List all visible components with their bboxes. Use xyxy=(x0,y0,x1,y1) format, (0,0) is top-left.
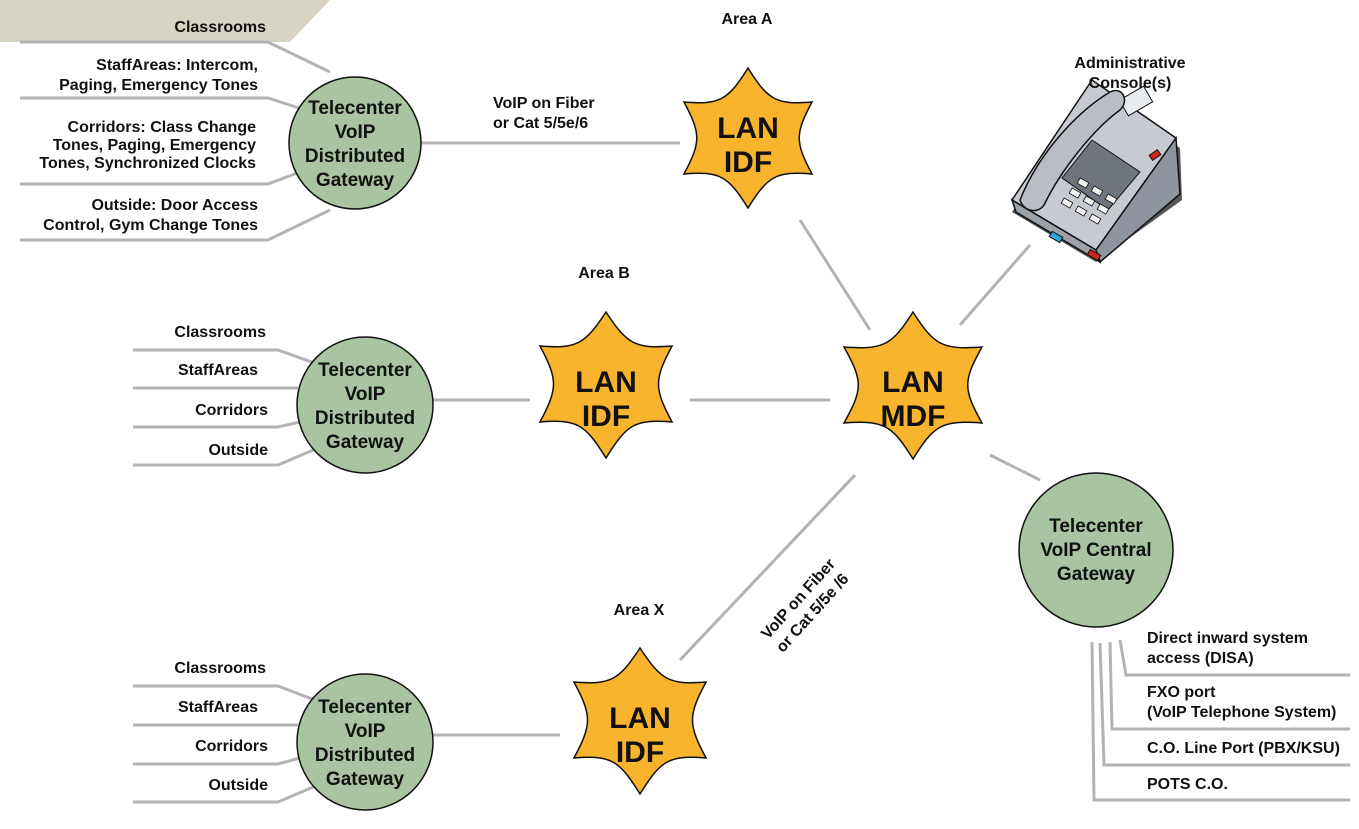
wire-mdf-console xyxy=(958,244,1032,326)
dist-gateway-b-node xyxy=(296,336,434,474)
gw-a-corridors-label-3: Tones, Synchronized Clocks xyxy=(39,155,256,172)
gw-a-corridors-label-2: Tones, Paging, Emergency xyxy=(53,137,256,154)
wire-b-classrooms xyxy=(133,348,321,367)
dist-gateway-a-label: Telecenter VoIP Distributed Gateway xyxy=(305,98,405,191)
wire-mdf-idfx xyxy=(678,473,857,662)
central-gateway-node xyxy=(1018,472,1174,628)
dist-gateway-x-node xyxy=(296,673,434,811)
wire-central-disa xyxy=(1118,639,1350,677)
gw-b-staff-label: StaffAreas xyxy=(178,362,258,379)
dist-gateway-x-label: Telecenter VoIP Distributed Gateway xyxy=(315,697,415,790)
idf-b-line2: IDF xyxy=(582,400,630,433)
gw-a-line3: Distributed xyxy=(305,146,405,167)
mdf-line2: MDF xyxy=(881,400,946,433)
gw-a-line2: VoIP xyxy=(335,122,376,143)
classrooms-banner xyxy=(0,0,330,42)
port-fxo-label-1: FXO port xyxy=(1147,684,1216,701)
wire-b-outside xyxy=(133,443,326,467)
mdf-node xyxy=(842,310,984,461)
gw-x-line2: VoIP xyxy=(345,721,386,742)
idf-x-line2: IDF xyxy=(616,736,664,769)
console-label-line2: Console(s) xyxy=(1089,75,1172,92)
idf-a-node xyxy=(682,66,814,210)
wire-a-corridors xyxy=(20,170,301,186)
wire-central-coline xyxy=(1098,642,1350,767)
gw-b-line4: Gateway xyxy=(326,432,405,453)
wire-a-classrooms xyxy=(20,40,331,74)
gw-x-line4: Gateway xyxy=(326,769,405,790)
central-gw-line3: Gateway xyxy=(1057,564,1136,585)
idf-a-line2: IDF xyxy=(724,146,772,179)
dist-gateway-a-node xyxy=(288,76,422,210)
admin-console-phone-icon xyxy=(1010,78,1182,264)
connection-lines xyxy=(20,40,1350,804)
gw-x-corridors-label: Corridors xyxy=(195,738,268,755)
link-diag-label: VoIP on Fiber or Cat 5/5e /6 xyxy=(758,556,852,656)
gw-b-line2: VoIP xyxy=(345,384,386,405)
gw-a-staff-label-1: StaffAreas: Intercom, xyxy=(96,57,258,74)
link-top-line1: VoIP on Fiber xyxy=(493,95,595,112)
idf-a-line1: LAN xyxy=(717,112,779,145)
gw-x-outside-label: Outside xyxy=(208,777,268,794)
gw-b-classrooms-label: Classrooms xyxy=(174,324,266,341)
wire-idfa-mdf xyxy=(798,219,872,331)
idf-b-line1: LAN xyxy=(575,366,637,399)
gw-a-corridors-label-1: Corridors: Class Change xyxy=(68,119,257,136)
wire-a-outside xyxy=(20,208,331,242)
area-a-label: Area A xyxy=(722,11,773,28)
area-x-label: Area X xyxy=(614,602,665,619)
idf-x-line1: LAN xyxy=(609,702,671,735)
gw-x-staff-label: StaffAreas xyxy=(178,699,258,716)
port-coline-label: C.O. Line Port (PBX/KSU) xyxy=(1147,740,1340,757)
gw-a-line1: Telecenter xyxy=(308,98,402,119)
wire-central-fxo xyxy=(1108,641,1350,731)
gw-x-line3: Distributed xyxy=(315,745,415,766)
gw-b-corridors-label: Corridors xyxy=(195,402,268,419)
dist-gateway-b-label: Telecenter VoIP Distributed Gateway xyxy=(315,360,415,453)
area-b-label: Area B xyxy=(578,265,630,282)
wire-central-pots xyxy=(1090,641,1350,802)
port-disa-label-2: access (DISA) xyxy=(1147,650,1254,667)
gw-a-outside-label-1: Outside: Door Access xyxy=(91,197,258,214)
gw-b-line3: Distributed xyxy=(315,408,415,429)
port-pots-label: POTS C.O. xyxy=(1147,776,1228,793)
gw-a-staff-label-2: Paging, Emergency Tones xyxy=(59,77,258,94)
wire-x-classrooms xyxy=(133,684,321,704)
port-fxo-label-2: (VoIP Telephone System) xyxy=(1147,704,1336,721)
gw-x-line1: Telecenter xyxy=(318,697,412,718)
wire-x-corridors xyxy=(133,756,301,766)
central-gateway-label: Telecenter VoIP Central Gateway xyxy=(1040,516,1151,585)
gw-a-line4: Gateway xyxy=(316,170,395,191)
wire-b-corridors xyxy=(133,420,301,429)
central-gw-line1: Telecenter xyxy=(1049,516,1143,537)
central-gw-line2: VoIP Central xyxy=(1040,540,1151,561)
gw-a-classrooms-label: Classrooms xyxy=(174,19,266,36)
mdf-line1: LAN xyxy=(882,366,944,399)
gw-x-classrooms-label: Classrooms xyxy=(174,660,266,677)
gw-b-line1: Telecenter xyxy=(318,360,412,381)
console-label-line1: Administrative xyxy=(1074,55,1185,72)
port-disa-label-1: Direct inward system xyxy=(1147,630,1308,647)
wire-x-outside xyxy=(133,780,326,804)
idf-b-node xyxy=(538,310,674,460)
gw-a-outside-label-2: Control, Gym Change Tones xyxy=(43,217,258,234)
link-top-line2: or Cat 5/5e/6 xyxy=(493,115,588,132)
wire-mdf-central xyxy=(989,453,1041,482)
idf-x-node xyxy=(572,646,708,796)
gw-b-outside-label: Outside xyxy=(208,442,268,459)
wire-a-staff xyxy=(20,96,306,112)
